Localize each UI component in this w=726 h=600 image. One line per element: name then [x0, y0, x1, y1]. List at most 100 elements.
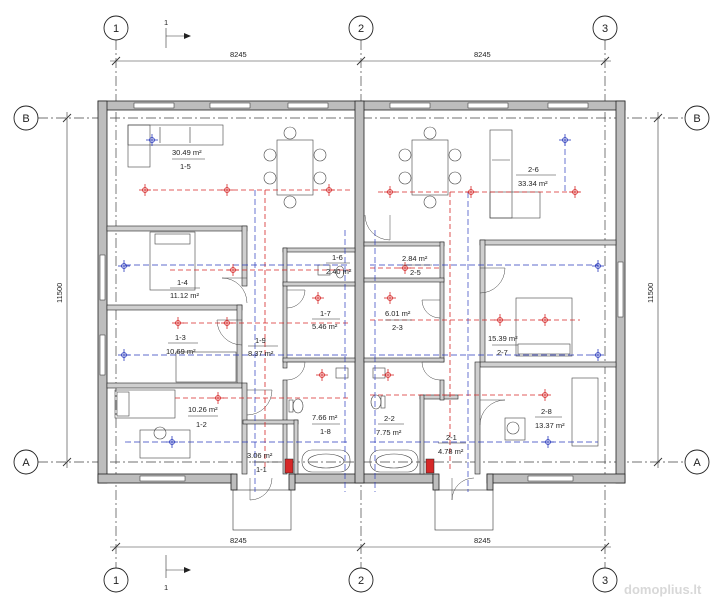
axis-bubble-A-right: A — [684, 449, 710, 475]
light-fixture-icon — [399, 262, 411, 274]
room-2-7: 15.39 m² 2-7 — [488, 334, 518, 357]
svg-text:3.06 m²: 3.06 m² — [247, 451, 273, 460]
room-1-2: 10.26 m² 1-2 — [188, 405, 218, 429]
svg-text:2-7: 2-7 — [497, 348, 508, 357]
room-1-4: 1-4 11.12 m² — [170, 278, 200, 300]
svg-text:2: 2 — [358, 23, 364, 35]
socket-icon — [118, 349, 130, 361]
svg-text:B: B — [693, 113, 700, 125]
svg-text:1: 1 — [113, 23, 119, 35]
light-fixture-icon — [539, 314, 551, 326]
svg-text:A: A — [693, 457, 701, 469]
svg-text:5.46 m²: 5.46 m² — [312, 322, 338, 331]
socket-icon — [118, 260, 130, 272]
socket-icon — [166, 436, 178, 448]
axis-bubble-A-left: A — [13, 449, 39, 475]
sofa-2-8 — [504, 377, 599, 447]
room-2-2: 2-2 7.75 m² — [376, 414, 404, 437]
bed-1-4 — [149, 231, 196, 291]
light-fixture-icon — [316, 369, 328, 381]
room-2-3: 6.01 m² 2-3 — [385, 309, 412, 332]
light-fixture-icon — [172, 317, 184, 329]
svg-text:13.37 m²: 13.37 m² — [535, 421, 565, 430]
section-mark-top: 1 — [164, 18, 191, 48]
toilet-1-6 — [335, 265, 345, 279]
light-fixture-icon — [465, 186, 477, 198]
light-fixture-icon — [139, 184, 151, 196]
svg-text:1: 1 — [164, 18, 168, 27]
room-2-5: 2.84 m² 2-5 — [402, 254, 432, 277]
light-fixture-icon — [569, 186, 581, 198]
axis-bubble-2-bottom: 2 — [348, 567, 374, 593]
bed-1-2 — [114, 389, 191, 459]
svg-text:2.84 m²: 2.84 m² — [402, 254, 428, 263]
room-2-8: 2-8 13.37 m² — [535, 407, 565, 430]
svg-text:2-1: 2-1 — [446, 433, 457, 442]
interior-walls-right — [363, 239, 617, 475]
sofa-left — [127, 124, 224, 168]
socket-icon — [592, 349, 604, 361]
socket-icon — [542, 436, 554, 448]
light-fixture-icon — [384, 186, 396, 198]
svg-text:10.26 m²: 10.26 m² — [188, 405, 218, 414]
svg-text:2: 2 — [358, 575, 364, 587]
light-fixtures — [139, 184, 581, 404]
bed-1-3 — [175, 351, 237, 383]
svg-text:2.40 m²: 2.40 m² — [326, 267, 352, 276]
svg-text:3: 3 — [602, 23, 608, 35]
socket-markers — [118, 134, 604, 448]
section-mark-bottom: 1 — [164, 555, 191, 592]
axis-bubble-3-bottom: 3 — [592, 567, 618, 593]
dim-bottom-right: 8245 — [474, 536, 491, 545]
dim-bottom-left: 8245 — [230, 536, 247, 545]
svg-text:7.75 m²: 7.75 m² — [376, 428, 402, 437]
svg-text:1-1: 1-1 — [256, 465, 267, 474]
socket-icon — [559, 134, 571, 146]
dining-table-left — [263, 126, 327, 209]
room-2-6: 2-6 33.34 m² — [516, 165, 556, 188]
sofa-right — [489, 129, 541, 219]
axis-bubble-3-top: 3 — [592, 15, 618, 41]
svg-text:11.12 m²: 11.12 m² — [170, 291, 200, 300]
room-1-9: 1-9 8.37 m² — [248, 336, 278, 358]
heater-left — [284, 458, 294, 474]
light-fixture-icon — [494, 314, 506, 326]
bathtub-right — [369, 449, 419, 473]
room-1-7: 1-7 5.46 m² — [312, 309, 340, 331]
power-circuits — [125, 140, 598, 492]
dim-top-right: 8245 — [474, 50, 491, 59]
toilet-1-8 — [288, 398, 304, 414]
socket-icon — [146, 134, 158, 146]
heaters — [284, 458, 435, 474]
dining-table-right — [398, 126, 462, 209]
light-fixture-icon — [312, 292, 324, 304]
svg-text:2-3: 2-3 — [392, 323, 403, 332]
dim-top-left: 8245 — [230, 50, 247, 59]
bathtub-left — [301, 449, 351, 473]
svg-text:1: 1 — [164, 583, 168, 592]
axis-bubble-1-bottom: 1 — [103, 567, 129, 593]
axis-bubble-B-left: B — [13, 105, 39, 131]
room-1-3: 1-3 10.69 m² — [166, 333, 198, 356]
svg-text:6.01 m²: 6.01 m² — [385, 309, 411, 318]
svg-text:15.39 m²: 15.39 m² — [488, 334, 518, 343]
svg-text:2-5: 2-5 — [410, 268, 421, 277]
svg-text:1-8: 1-8 — [320, 427, 331, 436]
svg-text:7.66 m²: 7.66 m² — [312, 413, 338, 422]
svg-text:8.37 m²: 8.37 m² — [248, 349, 274, 358]
light-fixture-icon — [384, 292, 396, 304]
toilet-2-2 — [370, 394, 386, 410]
dimension-lines: 8245 8245 8245 8245 11500 11500 — [55, 50, 663, 552]
svg-text:30.49 m²: 30.49 m² — [172, 148, 202, 157]
axis-bubble-2-top: 2 — [348, 15, 374, 41]
room-1-6: 1-6 2.40 m² — [326, 253, 352, 276]
svg-text:1-5: 1-5 — [180, 162, 191, 171]
furniture — [114, 124, 599, 473]
svg-text:1: 1 — [113, 575, 119, 587]
axis-bubble-B-right: B — [684, 105, 710, 131]
svg-text:1-4: 1-4 — [177, 278, 188, 287]
svg-text:4.78 m²: 4.78 m² — [438, 447, 464, 456]
interior-walls-left — [106, 225, 356, 475]
exterior-walls — [97, 100, 626, 531]
